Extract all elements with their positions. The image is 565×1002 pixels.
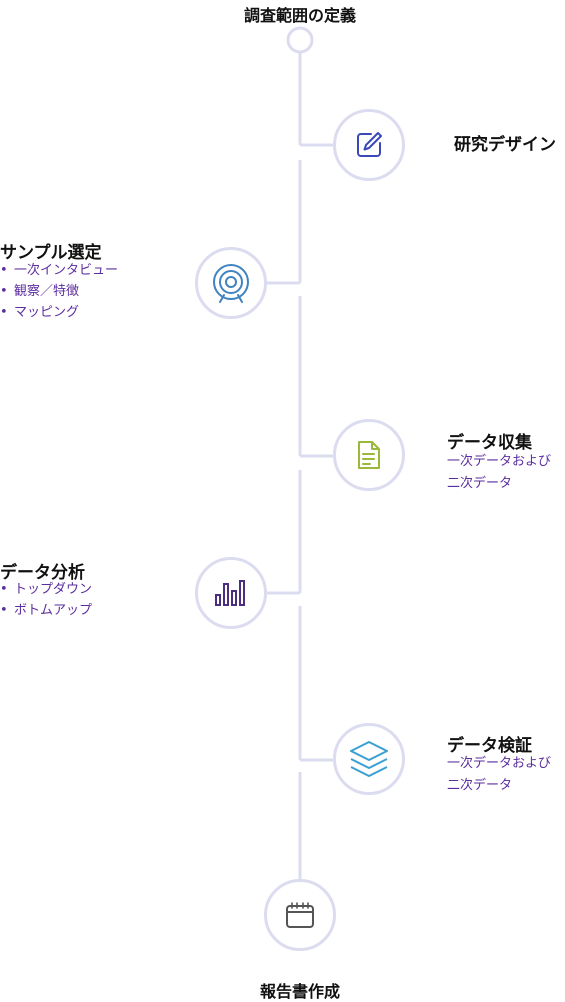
list-item: •観察／特徴 (0, 284, 80, 299)
data-collection-sub-line-2: 二次データ (447, 476, 513, 491)
data-collection-title: データ収集 (447, 433, 532, 453)
data-verification-sub-line-2: 二次データ (447, 778, 513, 793)
report-title: 報告書作成 (259, 982, 340, 1001)
list-item: •トップダウン (0, 582, 93, 597)
list-item: •ボトムアップ (0, 603, 93, 618)
layers-icon (350, 741, 388, 777)
edit-icon (357, 132, 382, 157)
sample-selection-list: •一次インタビュー •観察／特徴 •マッピング (0, 260, 118, 323)
list-item: •一次インタビュー (0, 263, 119, 278)
target-icon (213, 264, 249, 303)
data-collection-node (333, 419, 405, 491)
sample-selection-node (195, 247, 267, 319)
document-icon (358, 441, 380, 469)
start-title: 調査範囲の定義 (243, 6, 356, 25)
data-analysis-node (195, 557, 267, 629)
start-node (286, 26, 314, 54)
sample-selection-title: サンプル選定 (0, 243, 102, 263)
data-verification-node (333, 723, 405, 795)
report-node (264, 879, 336, 951)
data-collection-sub-line-1: 一次データおよび (447, 454, 552, 469)
data-analysis-list: •トップダウン •ボトムアップ (0, 579, 92, 621)
data-verification-sub-line-1: 一次データおよび (447, 756, 552, 771)
research-design-node (333, 109, 405, 181)
data-verification-title: データ検証 (447, 736, 532, 756)
list-item: •マッピング (0, 305, 80, 320)
calendar-icon (286, 902, 314, 928)
research-design-title: 研究デザイン (454, 135, 556, 155)
data-analysis-title: データ分析 (0, 563, 85, 583)
bar-chart-icon (215, 580, 245, 606)
